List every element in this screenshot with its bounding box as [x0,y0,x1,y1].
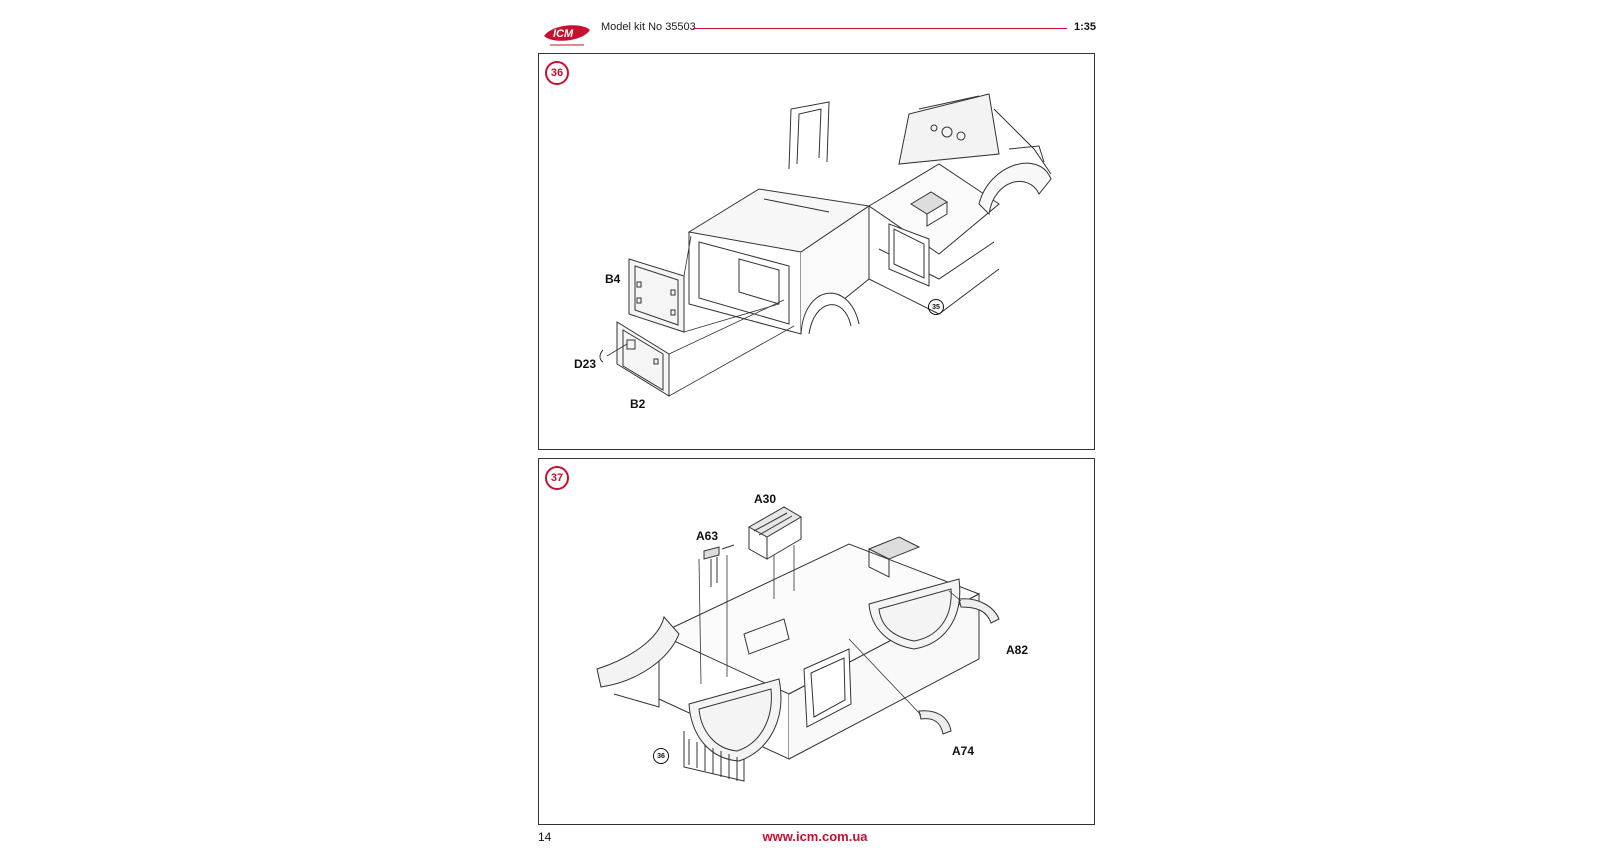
step-36-panel: 36 [538,53,1095,450]
part-label-a82: A82 [1006,643,1029,657]
reference-step-badge: 35 [928,299,944,315]
icm-logo: ICM [538,20,594,48]
part-label-b4: B4 [605,272,621,286]
part-label-b2: B2 [630,397,646,411]
header-divider [693,28,1067,29]
step-number-badge: 36 [545,61,569,85]
part-label-a30: A30 [754,492,777,506]
website-link[interactable]: www.icm.com.ua [762,829,868,844]
page-number: 14 [538,830,552,844]
model-kit-number: Model kit No 35503 [601,21,696,33]
kit-scale: 1:35 [1074,21,1097,33]
step-37-panel: 37 [538,458,1095,825]
chassis-assembly-drawing [539,54,1094,449]
part-label-a74: A74 [952,744,975,758]
svg-text:ICM: ICM [553,28,574,40]
part-label-d23: D23 [574,357,597,371]
floor-assembly-drawing [539,459,1094,824]
part-label-a63: A63 [696,529,719,543]
step-number-badge: 37 [545,466,569,490]
reference-step-badge: 36 [653,748,669,764]
